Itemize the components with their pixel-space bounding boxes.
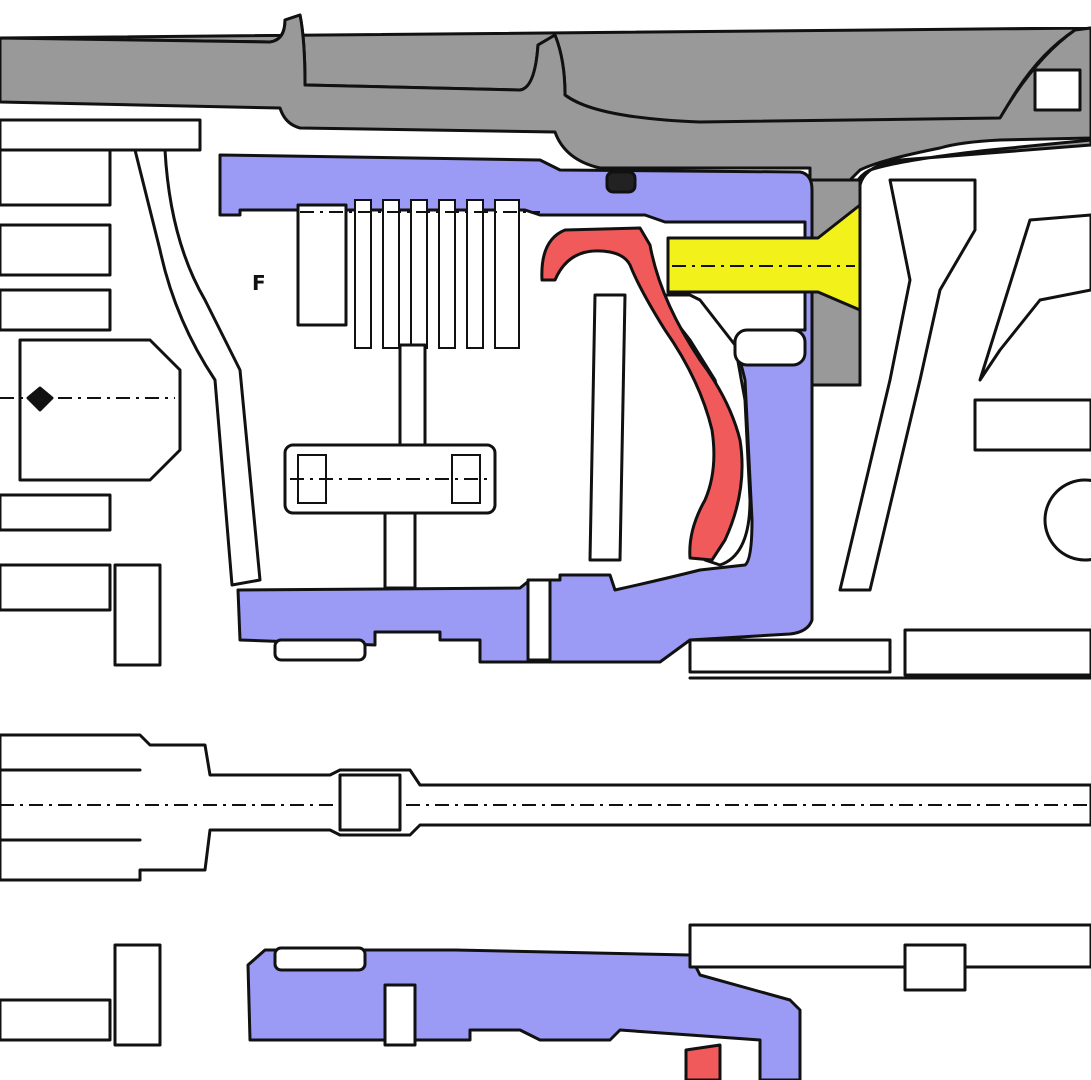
left-housing-wall (133, 148, 262, 587)
hub-stem (383, 511, 417, 590)
right-bearing (1043, 478, 1091, 562)
shaft-coupling (338, 773, 402, 832)
housing-nut (1033, 68, 1082, 112)
drum-pin (526, 578, 552, 662)
drum-seal (273, 638, 367, 662)
lower-left-gear (0, 998, 112, 1042)
gear-tooth (0, 288, 112, 332)
lower-return-spring (684, 1043, 722, 1080)
clutch-plate (466, 199, 484, 349)
clutch-plate (410, 199, 428, 349)
lower-hub-stem (383, 983, 417, 1047)
right-strut (838, 178, 977, 592)
f-label: F (252, 271, 266, 295)
drum-oil-hole (605, 170, 637, 194)
gear-upper (0, 118, 202, 152)
gray-housing-main-band (0, 13, 1091, 182)
clutch-plate (438, 199, 456, 349)
lower-left-bearing (113, 943, 162, 1047)
lower-right-block (903, 943, 967, 992)
clutch-plate (382, 199, 400, 349)
lower-right-flange (688, 923, 1091, 969)
lower-housing-flange (688, 638, 892, 674)
right-housing-structure (688, 178, 1091, 992)
clutch-plate (494, 199, 520, 349)
return-spring (540, 226, 744, 562)
left-gear-stack (0, 118, 262, 667)
gear-tooth (0, 563, 112, 612)
left-bearing (113, 563, 162, 667)
gear-tooth (0, 148, 112, 207)
clutch-plate-pack (296, 199, 540, 349)
right-lower-flange (903, 628, 1091, 677)
pressure-plate (296, 203, 348, 327)
hub-web (398, 343, 427, 447)
left-hub (18, 338, 182, 482)
right-housing-rib (978, 213, 1091, 382)
gear-tooth (0, 493, 112, 532)
main-shaft (0, 733, 1091, 882)
bolt (666, 203, 862, 312)
clutch-plate (354, 199, 372, 349)
drum-slot (733, 328, 807, 367)
piston-wall (588, 293, 627, 562)
right-gear-upper (973, 398, 1091, 452)
gear-tooth (0, 223, 112, 277)
lower-drum-seal (273, 946, 367, 972)
